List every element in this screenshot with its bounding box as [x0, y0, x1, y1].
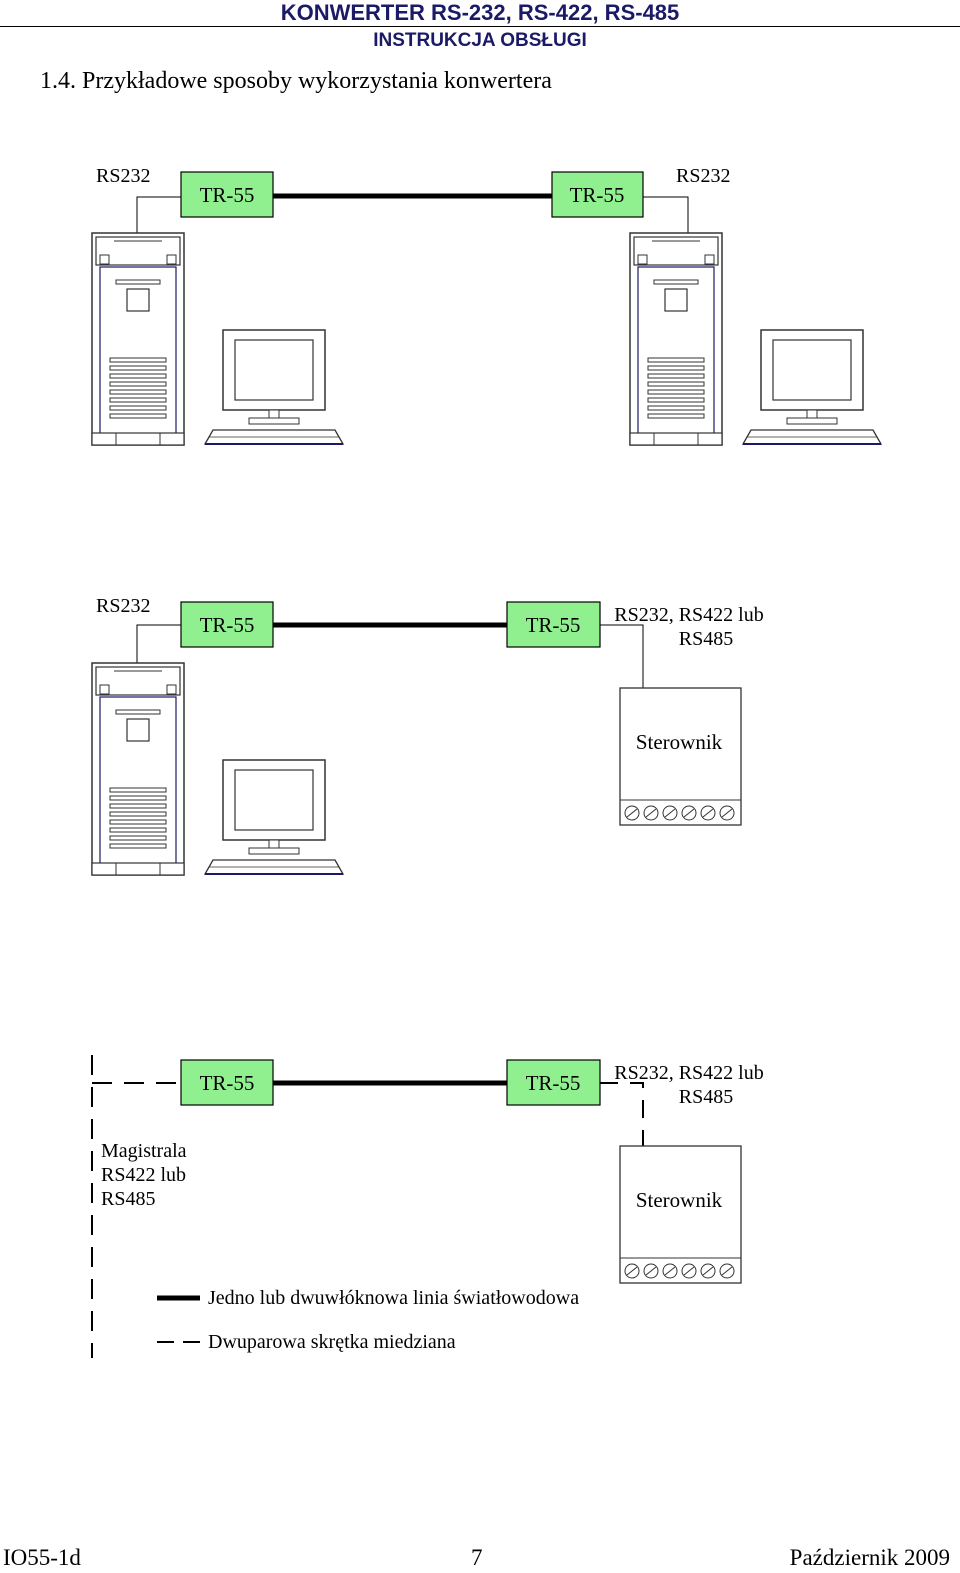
diagram-1: RS232 RS232 TR-55 TR-55: [91, 165, 882, 446]
converter-label-right: TR-55: [570, 183, 625, 207]
port-label-rs232-left: RS232: [96, 595, 150, 617]
footer-doc-id: IO55-1d: [3, 1545, 81, 1570]
legend: Jedno lub dwuwłóknowa linia światłowodow…: [157, 1287, 579, 1353]
legend-dashed-label: Dwuparowa skrętka miedziana: [208, 1331, 456, 1353]
converter-box-right: [506, 601, 601, 648]
diagram-2: RS232 TR-55 TR-55 RS232, RS422 lub RS485…: [91, 595, 764, 876]
port-label-rs232-right: RS232: [676, 165, 730, 187]
port-label-right-line1: RS232, RS422 lub: [614, 604, 763, 626]
rs232-cable-left: [136, 624, 181, 664]
computer-tower-icon: [91, 662, 185, 876]
copper-cable-right: [600, 1082, 644, 1146]
converter-box-left: [180, 601, 274, 648]
bus-label-line3: RS485: [101, 1188, 155, 1210]
rs232-cable-right: [643, 196, 689, 235]
converter-label-left: TR-55: [200, 183, 255, 207]
serial-cable-right: [600, 624, 644, 688]
port-label-right-line2: RS485: [679, 628, 733, 650]
bus-label-line2: RS422 lub: [101, 1164, 186, 1186]
footer-date: Październik 2009: [789, 1545, 950, 1570]
converter-box-right: [506, 1059, 601, 1106]
converter-label-left: TR-55: [200, 1071, 255, 1095]
converter-label-right: TR-55: [526, 1071, 581, 1095]
controller-device-icon: [619, 1145, 742, 1284]
legend-solid-label: Jedno lub dwuwłóknowa linia światłowodow…: [208, 1287, 579, 1309]
computer-monitor-icon: [204, 329, 344, 445]
rs232-cable-left: [136, 196, 181, 235]
computer-tower-icon: [91, 232, 185, 446]
converter-box-left: [180, 171, 274, 218]
section-title: 1.4. Przykładowe sposoby wykorzystania k…: [40, 68, 552, 94]
computer-monitor-icon: [742, 329, 882, 445]
diagram-3: TR-55 TR-55 RS232, RS422 lub RS485 Stero…: [91, 1055, 764, 1358]
computer-tower-icon: [629, 232, 723, 446]
converter-label-left: TR-55: [200, 613, 255, 637]
bus-label-line1: Magistrala: [101, 1140, 187, 1162]
converter-box-right: [551, 171, 644, 218]
header-subtitle: INSTRUKCJA OBSŁUGI: [373, 30, 587, 51]
header-title: KONWERTER RS-232, RS-422, RS-485: [280, 0, 680, 25]
port-label-right-line1: RS232, RS422 lub: [614, 1062, 763, 1084]
port-label-rs232-left: RS232: [96, 165, 150, 187]
computer-monitor-icon: [204, 759, 344, 875]
port-label-right-line2: RS485: [679, 1086, 733, 1108]
footer-page-number: 7: [471, 1545, 483, 1570]
controller-label: Sterownik: [636, 730, 723, 754]
converter-box-left: [180, 1059, 274, 1106]
converter-label-right: TR-55: [526, 613, 581, 637]
header-rule: [0, 26, 960, 27]
controller-device-icon: [619, 687, 742, 826]
controller-label: Sterownik: [636, 1188, 723, 1212]
